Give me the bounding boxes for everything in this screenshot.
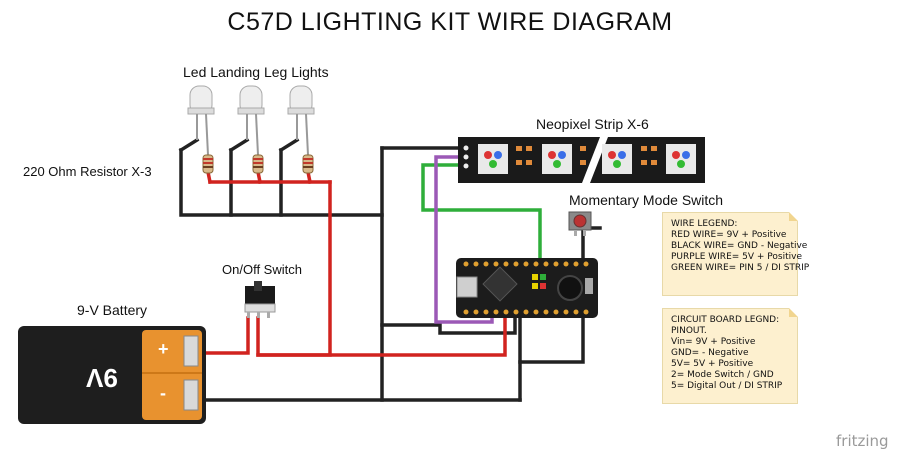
momentary-switch (568, 211, 592, 236)
fritzing-watermark: fritzing (836, 432, 889, 450)
wire-legend-note: WIRE LEGEND: RED WIRE= 9V + Positive BLA… (662, 212, 810, 296)
green-wire (421, 163, 542, 262)
resistor-label: 220 Ohm Resistor X-3 (23, 164, 152, 179)
battery-plus-mark: + (158, 339, 169, 359)
diagram-title: C57D LIGHTING KIT WIRE DIAGRAM (227, 8, 673, 36)
board-legend-line: CIRCUIT BOARD LEGND: (671, 315, 780, 325)
board-legend-line: 5= Digital Out / DI STRIP (671, 381, 783, 391)
neopixel-pixel (666, 144, 696, 174)
board-legend-line: GND= - Negative (671, 348, 749, 358)
wire-legend-line: PURPLE WIRE= 5V + Positive (671, 252, 802, 262)
resistor-3 (302, 154, 314, 174)
wire-legend-line: RED WIRE= 9V + Positive (671, 230, 787, 240)
wire-legend-line: BLACK WIRE= GND - Negative (671, 241, 808, 251)
onoff-switch-label: On/Off Switch (222, 262, 302, 277)
mode-switch-label: Momentary Mode Switch (569, 192, 724, 208)
board-legend-note: CIRCUIT BOARD LEGND: PINOUT. Vin= 9V + P… (662, 308, 798, 404)
resistor-1 (202, 154, 214, 174)
note-fold-corner (789, 212, 798, 221)
wire-legend-line: GREEN WIRE= PIN 5 / DI STRIP (671, 263, 810, 273)
led-2 (237, 85, 265, 156)
battery-face-label: 9V (86, 363, 118, 393)
led-1 (187, 85, 215, 156)
led-group (187, 85, 315, 156)
note-fold-corner (789, 308, 798, 317)
neopixel-strip (458, 137, 705, 183)
board-legend-line: PINOUT. (671, 326, 707, 336)
red-wires (201, 169, 507, 357)
microcontroller-board (456, 258, 598, 318)
purple-wire (434, 155, 494, 324)
battery-minus-mark: - (160, 383, 166, 403)
wire-legend-line: WIRE LEGEND: (671, 219, 738, 229)
resistor-2 (252, 154, 264, 174)
battery (18, 326, 206, 424)
board-legend-line: Vin= 9V + Positive (671, 337, 756, 347)
neopixel-pixel (602, 144, 632, 174)
neopixel-pixel (478, 144, 508, 174)
neopixel-pixel (542, 144, 572, 174)
leds-label: Led Landing Leg Lights (183, 64, 329, 80)
board-legend-line: 2= Mode Switch / GND (671, 370, 774, 380)
black-wires (178, 137, 602, 402)
onoff-switch (244, 281, 276, 318)
board-legend-line: 5V= 5V + Positive (671, 359, 754, 369)
led-3 (287, 85, 315, 156)
battery-label: 9-V Battery (77, 302, 148, 318)
neopixel-label: Neopixel Strip X-6 (536, 116, 649, 132)
resistor-group (202, 154, 314, 174)
